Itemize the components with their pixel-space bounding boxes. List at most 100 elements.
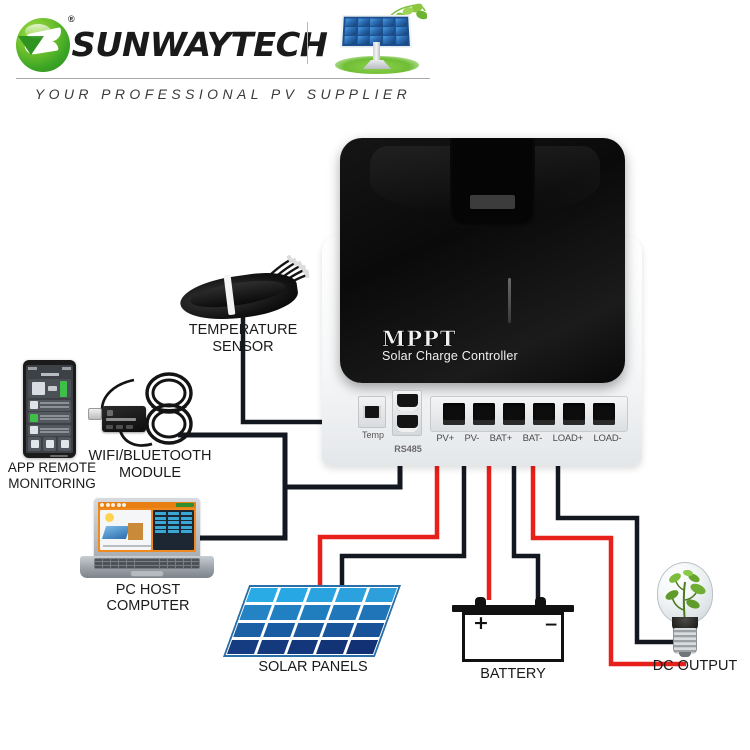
temp-sensor-jack-icon[interactable]	[358, 396, 386, 428]
app-battery-icon	[60, 380, 68, 397]
solar-cell	[263, 622, 296, 637]
label-line-1: WIFI/BLUETOOTH	[88, 448, 212, 464]
app-menu-item[interactable]	[28, 437, 41, 451]
app-battery-status-icon	[30, 413, 38, 422]
brand-name: SUNWAYTECH	[71, 25, 328, 64]
app-menu-item[interactable]	[43, 437, 56, 451]
battery-negative-sign: −	[544, 615, 559, 635]
terminal-port[interactable]	[503, 403, 525, 425]
app-menu-grid[interactable]	[28, 437, 71, 451]
terminal-port[interactable]	[443, 403, 465, 425]
label-line-2: SENSOR	[212, 339, 274, 355]
module-tail-cable-icon	[118, 429, 153, 447]
terminal-label-load-positive: LOAD+	[552, 432, 584, 444]
module-print-text	[106, 418, 136, 421]
terminal-port[interactable]	[563, 403, 585, 425]
dc-output-part: DC OUTPUT	[645, 562, 745, 690]
rj45-jack-icon[interactable]	[392, 390, 422, 436]
wire-load-negative	[555, 437, 686, 645]
laptop-computer-icon	[94, 498, 200, 558]
brand-tagline: YOUR PROFESSIONAL PV SUPPLIER	[34, 86, 412, 102]
label-line-2: MODULE	[118, 465, 182, 481]
solar-cell	[365, 588, 397, 603]
label-line-1: APP REMOTE	[7, 460, 97, 475]
sun-icon	[105, 513, 114, 522]
bulb-screw-base	[673, 628, 697, 654]
temperature-sensor-part: TEMPERATURE SENSOR	[172, 252, 312, 362]
solar-cell	[286, 639, 319, 654]
wire-pv-positive	[317, 437, 440, 606]
lcd-display-icon	[470, 195, 515, 209]
app-values	[40, 427, 69, 434]
terminal-port[interactable]	[473, 403, 495, 425]
lcd-recess	[450, 138, 535, 228]
software-body	[98, 508, 196, 552]
terminal-labels: PV+ PV- BAT+ BAT- LOAD+ LOAD-	[426, 432, 632, 444]
solar-panels-part: SOLAR PANELS	[222, 585, 402, 680]
app-device-icon	[47, 386, 57, 392]
laptop-keyboard[interactable]	[94, 558, 200, 569]
terminal-label-bat-negative: BAT-	[522, 432, 543, 444]
battery-positive-sign: +	[473, 612, 489, 634]
app-menu-item[interactable]	[58, 437, 71, 451]
terminal-label-bat-positive: BAT+	[489, 432, 513, 444]
terminal-block[interactable]	[430, 396, 628, 432]
wifi-signal-icon	[107, 410, 113, 416]
module-pins	[106, 425, 133, 429]
app-status-bar	[28, 367, 71, 371]
dc-output-label: DC OUTPUT	[652, 658, 738, 674]
pc-host-computer-part: PC HOST COMPUTER	[78, 498, 218, 614]
wifi-bluetooth-module-part: WIFI/BLUETOOTH MODULE	[88, 370, 212, 481]
solar-cell	[256, 639, 289, 654]
header-rule	[16, 78, 430, 79]
gauge-column	[154, 512, 167, 548]
terminal-label-pv-negative: PV-	[464, 432, 480, 444]
phone-screen	[26, 365, 73, 453]
coiled-cable-icon	[145, 372, 193, 445]
brand-header: ® SUNWAYTECH YOUR PROFESSIONAL PV SUPPLI…	[0, 0, 440, 112]
solar-cell	[226, 639, 259, 654]
lead-acid-battery-icon	[462, 612, 564, 662]
terminal-label-load-negative: LOAD-	[593, 432, 622, 444]
panel-pole	[373, 42, 380, 64]
solar-cell	[292, 622, 325, 637]
controller-box-icon	[128, 523, 143, 540]
solar-cell	[245, 588, 278, 603]
battery-negative-post	[535, 597, 546, 607]
mppt-solar-charge-controller: MPPT Solar Charge Controller Temp RS485 …	[322, 138, 642, 468]
app-stat-row[interactable]	[28, 412, 71, 424]
battery-positive-post	[475, 597, 486, 607]
app-values	[40, 414, 69, 421]
wifi-module-label: WIFI/BLUETOOTH MODULE	[84, 448, 216, 482]
app-monitoring-label: APP REMOTE MONITORING	[4, 460, 100, 492]
app-house-icon	[31, 382, 45, 396]
wire-bat-negative	[511, 437, 541, 600]
pv-panel-icon	[101, 526, 131, 539]
header-divider	[307, 22, 308, 64]
panel-base	[363, 60, 391, 69]
solar-cell	[316, 639, 349, 654]
laptop-trackpad[interactable]	[130, 570, 164, 577]
solar-cell	[299, 605, 332, 620]
app-stat-row[interactable]	[28, 399, 71, 411]
solar-cell	[233, 622, 266, 637]
label-line-1: TEMPERATURE	[188, 322, 298, 338]
terminal-port[interactable]	[533, 403, 555, 425]
app-hero-panel	[28, 379, 71, 399]
logo-arrow-icon	[18, 36, 44, 55]
solar-panel-array-icon	[222, 585, 402, 657]
app-values	[40, 402, 69, 408]
solar-cell	[335, 588, 368, 603]
solar-cell	[239, 605, 272, 620]
phone-home-indicator	[50, 455, 68, 457]
smartphone-app-screen-icon[interactable]	[23, 360, 76, 458]
battery-part: + − BATTERY	[448, 590, 578, 682]
rs485-port-label: RS485	[394, 444, 422, 454]
pc-host-label: PC HOST COMPUTER	[106, 582, 190, 614]
software-status-badge	[176, 503, 194, 507]
battery-label: BATTERY	[480, 666, 546, 682]
bulb-neck	[672, 617, 698, 631]
app-stat-row[interactable]	[28, 424, 71, 436]
terminal-port[interactable]	[593, 403, 615, 425]
solar-cell	[328, 605, 361, 620]
